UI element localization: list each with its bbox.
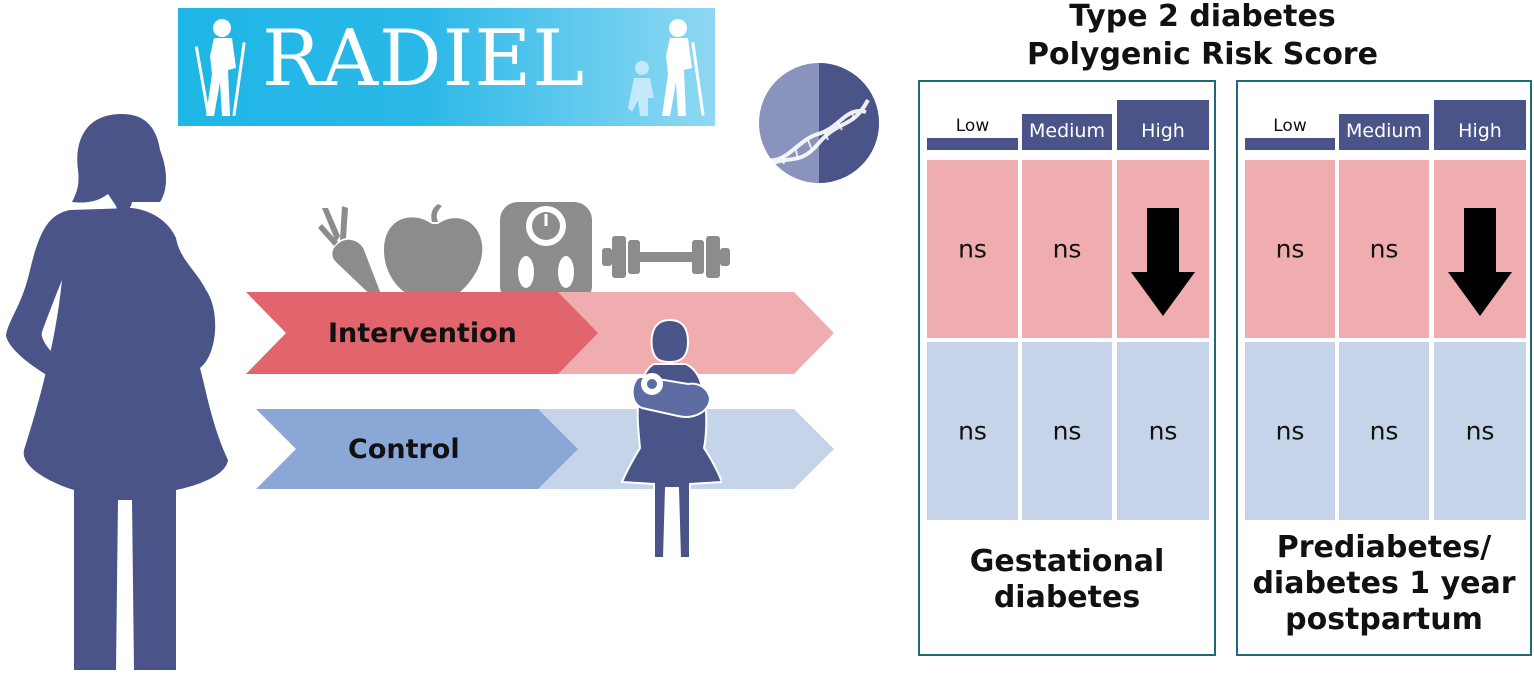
dna-icon xyxy=(756,63,879,183)
intervention-arrow xyxy=(246,292,834,374)
level-high-label: High xyxy=(1141,120,1185,142)
intervention-label: Intervention xyxy=(328,318,517,349)
cell-control-high: ns xyxy=(1117,342,1209,520)
pregnant-woman-icon xyxy=(6,114,228,670)
outcome-label: Gestational diabetes xyxy=(920,544,1214,616)
carrot-icon xyxy=(318,206,384,304)
cell-intervention-high xyxy=(1434,160,1526,338)
down-arrow-icon xyxy=(1448,208,1512,316)
title-line-1: Type 2 diabetes xyxy=(1069,0,1336,34)
level-high-header xyxy=(1117,100,1209,150)
radiel-logo xyxy=(178,8,715,126)
cell-intervention-low: ns xyxy=(1245,160,1335,338)
panel-gestational-diabetes: Low Medium High ns ns ns ns ns Gestation… xyxy=(918,80,1216,656)
mother-with-baby-icon xyxy=(620,318,722,559)
cell-control-low: ns xyxy=(927,342,1018,520)
outcome-line: diabetes 1 year xyxy=(1252,566,1516,601)
control-arrow xyxy=(256,409,834,489)
cell-intervention-medium: ns xyxy=(1022,160,1112,338)
outcome-line: Prediabetes/ xyxy=(1276,530,1492,565)
cell-intervention-high xyxy=(1117,160,1209,338)
control-label: Control xyxy=(348,434,460,465)
apple-icon xyxy=(384,204,483,299)
level-low-label: Low xyxy=(955,116,990,136)
walker-with-child-icon xyxy=(628,19,705,116)
level-low-bar xyxy=(1245,138,1335,150)
chart-title: Type 2 diabetes Polygenic Risk Score xyxy=(920,0,1485,74)
cell-intervention-medium: ns xyxy=(1339,160,1429,338)
cell-control-high: ns xyxy=(1434,342,1526,520)
panel-prediabetes-postpartum: Low Medium High ns ns ns ns ns Prediabet… xyxy=(1236,80,1532,656)
walker-icon xyxy=(194,19,246,116)
outcome-line: Gestational xyxy=(969,544,1165,579)
scale-icon xyxy=(500,202,592,304)
level-high-label: High xyxy=(1458,120,1502,142)
level-medium-header xyxy=(1022,114,1112,150)
cell-control-medium: ns xyxy=(1339,342,1429,520)
level-low-label: Low xyxy=(1273,116,1307,136)
down-arrow-icon xyxy=(1131,208,1195,316)
outcome-label: Prediabetes/ diabetes 1 year postpartum xyxy=(1238,530,1530,638)
outcome-line: postpartum xyxy=(1285,602,1483,637)
title-line-2: Polygenic Risk Score xyxy=(1027,37,1378,72)
logo-text: RADIEL xyxy=(262,14,586,104)
dumbbell-icon xyxy=(602,236,730,278)
cell-control-low: ns xyxy=(1245,342,1335,520)
level-high-header xyxy=(1434,100,1526,150)
cell-intervention-low: ns xyxy=(927,160,1018,338)
level-medium-header xyxy=(1339,114,1429,150)
level-medium-label: Medium xyxy=(1346,120,1422,142)
outcome-line: diabetes xyxy=(993,580,1141,615)
cell-control-medium: ns xyxy=(1022,342,1112,520)
level-low-bar xyxy=(927,138,1018,150)
level-medium-label: Medium xyxy=(1029,120,1105,142)
